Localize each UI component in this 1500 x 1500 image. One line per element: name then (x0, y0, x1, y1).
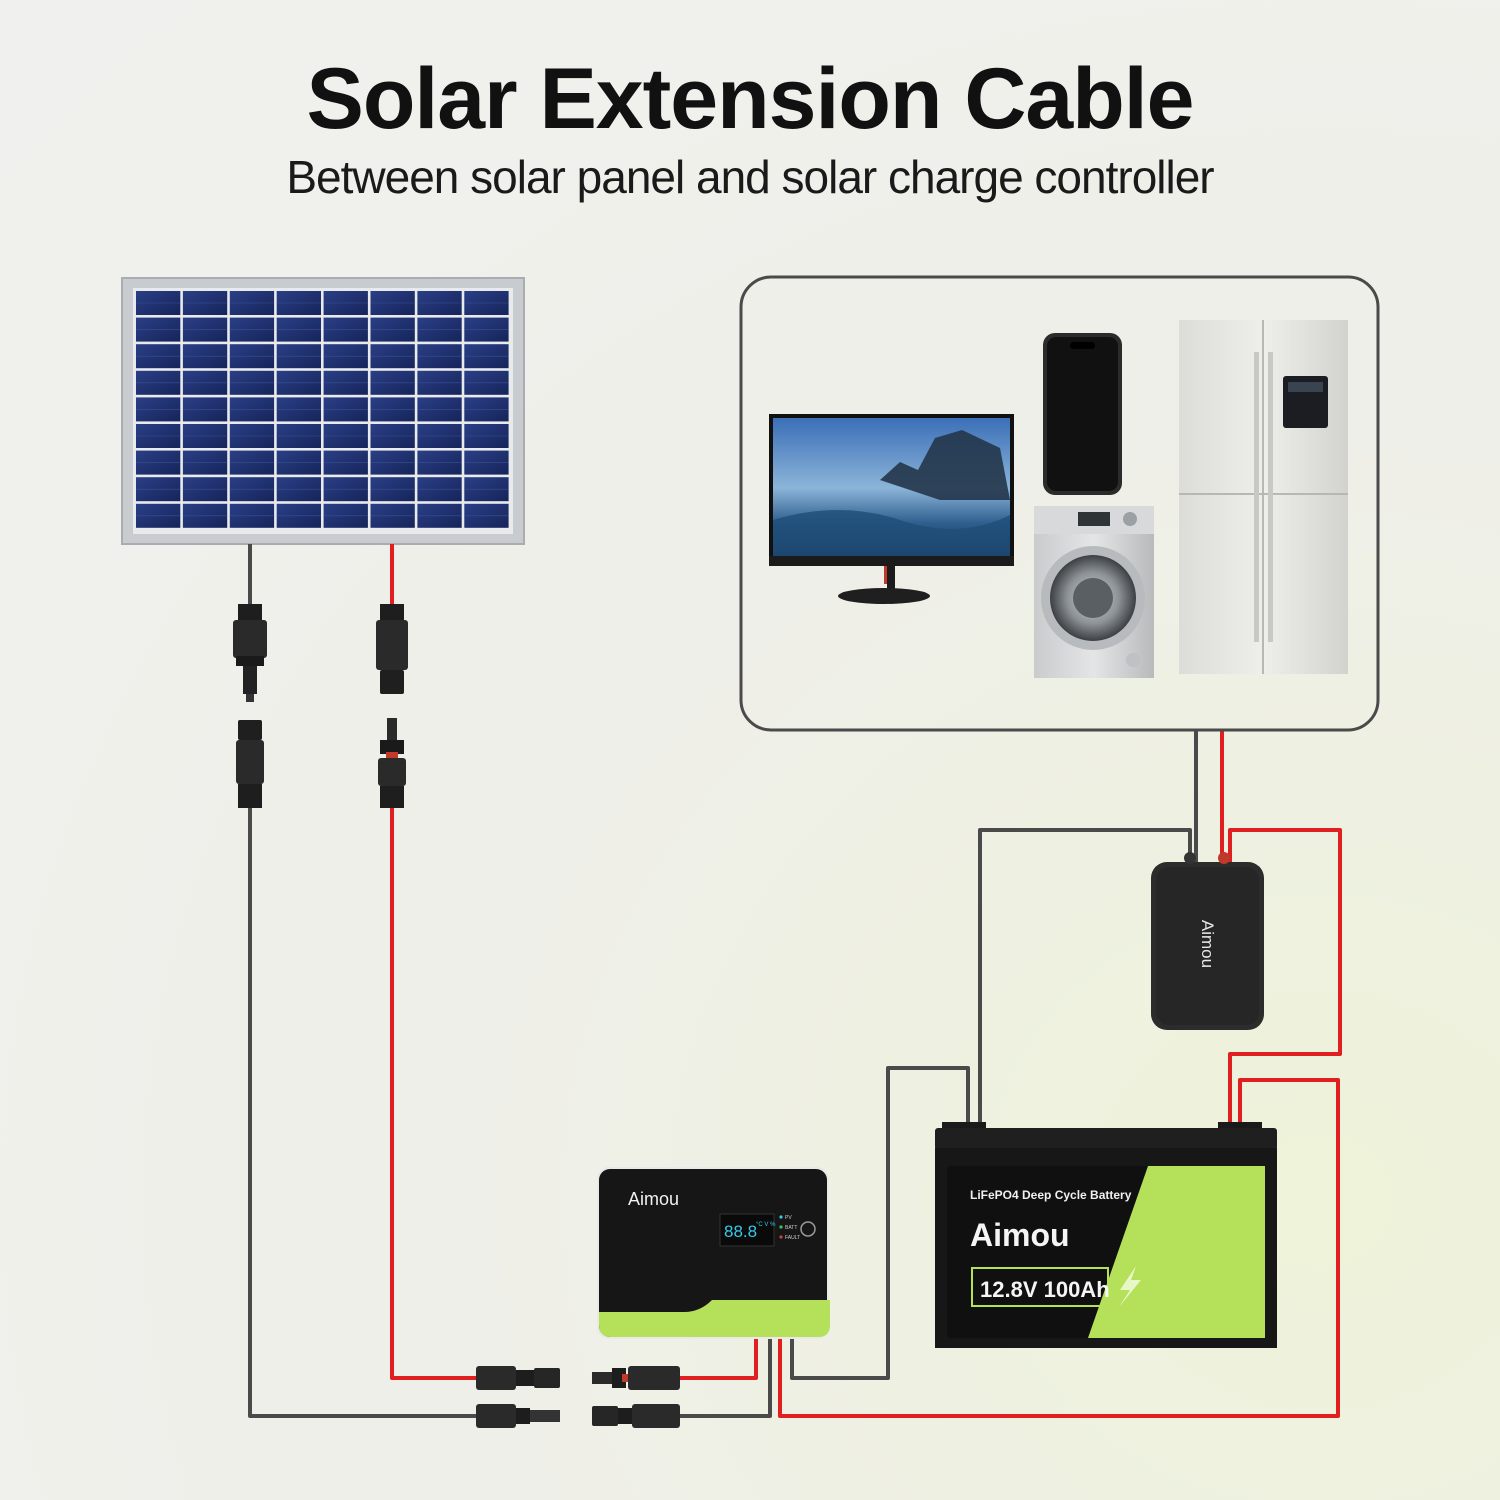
extension-negative-wire (248, 806, 478, 1418)
controller-batt-positive (778, 1078, 1340, 1418)
mc4-bottom-positive-pair (476, 1366, 680, 1390)
indicator-label: BATT (785, 1225, 797, 1231)
inverter: Aimou (1151, 852, 1264, 1030)
mc4-extension-positive-connector (378, 718, 406, 808)
battery-type-label: LiFePO4 Deep Cycle Battery (970, 1188, 1132, 1202)
lightning-bolt-icon (1119, 1266, 1141, 1307)
smartphone-appliance (1043, 333, 1122, 495)
mc4-panel-negative-connector (233, 604, 267, 702)
mc4-bottom-negative-pair (476, 1404, 680, 1428)
washing-machine-appliance (1034, 506, 1154, 678)
controller-display-units: °C V % (756, 1222, 776, 1228)
controller-pv-negative (680, 1338, 772, 1418)
refrigerator-appliance (1179, 320, 1348, 674)
inverter-brand: Aimou (1198, 920, 1217, 968)
monitor-appliance (769, 414, 1014, 604)
controller-brand: Aimou (628, 1189, 679, 1209)
indicator-led-icon (779, 1225, 783, 1229)
wires (248, 544, 1342, 1418)
battery-inverter-negative (978, 828, 1192, 1128)
page-subtitle: Between solar panel and solar charge con… (286, 151, 1214, 203)
controller-batt-negative (790, 1066, 970, 1380)
indicator-label: FAULT (785, 1235, 800, 1241)
appliance-load-box (739, 275, 1380, 732)
page-title: Solar Extension Cable (306, 51, 1194, 147)
extension-positive-wire (390, 806, 478, 1380)
battery-inverter-positive (1228, 828, 1342, 1128)
charge-controller: Aimou 88.8 °C V % PV BATT FAULT (597, 1167, 830, 1339)
controller-mode-button[interactable] (800, 1221, 816, 1237)
indicator-led-icon (779, 1235, 783, 1239)
battery-rating-box (971, 1267, 1109, 1307)
mc4-extension-negative-connector (236, 720, 264, 808)
battery: LiFePO4 Deep Cycle Battery Aimou 12.8V 1… (935, 1122, 1277, 1348)
indicator-label: PV (785, 1215, 792, 1221)
battery-rating: 12.8V 100Ah (980, 1277, 1110, 1302)
controller-display-value: 88.8 (724, 1222, 757, 1241)
solar-panel (121, 277, 525, 545)
controller-pv-positive (680, 1338, 758, 1380)
indicator-led-icon (779, 1215, 783, 1219)
controller-display (719, 1213, 775, 1247)
battery-brand: Aimou (970, 1217, 1070, 1253)
mc4-panel-positive-connector (376, 604, 408, 694)
